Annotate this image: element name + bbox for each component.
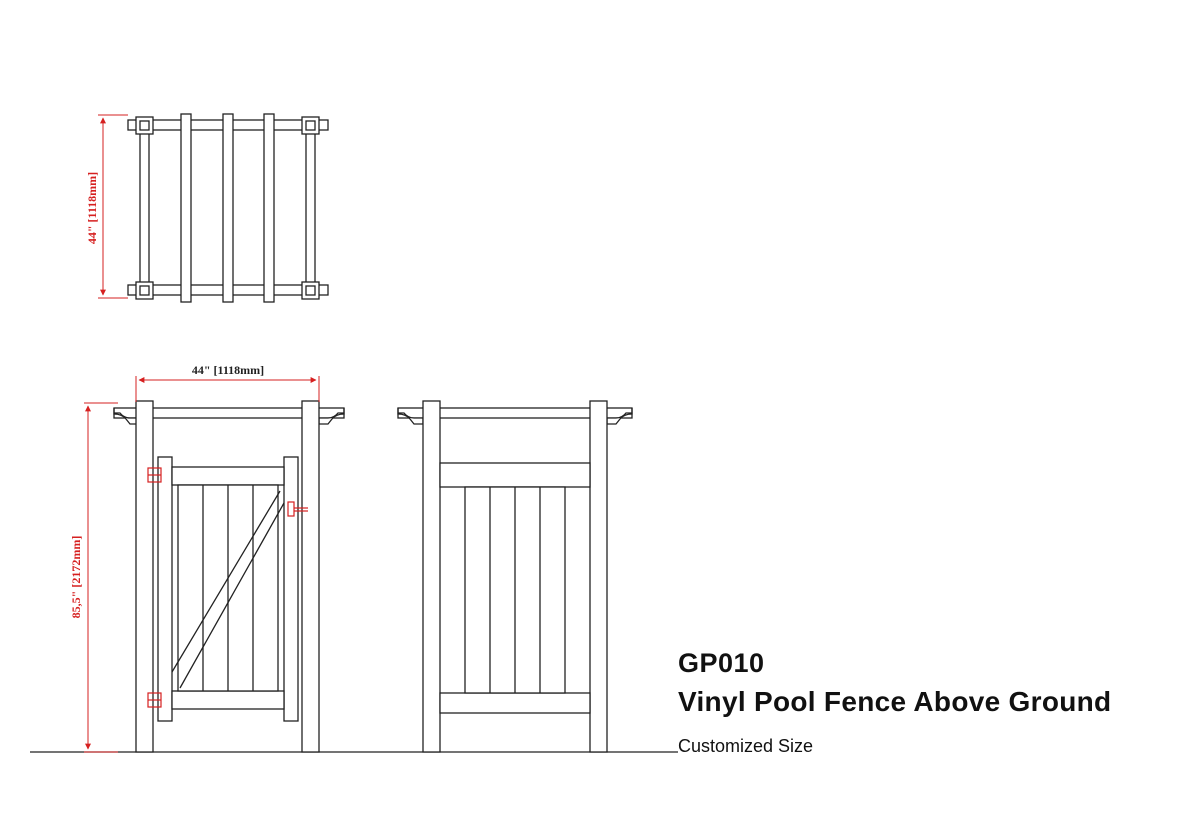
- front-view-height-label: 85,5" [2172mm]: [69, 536, 83, 619]
- front-view-dimensions: [84, 376, 320, 753]
- side-view-panel: [397, 400, 633, 753]
- front-view-width-label: 44" [1118mm]: [192, 363, 264, 377]
- top-view-dimension: [98, 114, 128, 299]
- front-view-gate: [113, 400, 345, 753]
- top-view: [127, 113, 329, 303]
- gate-latch: [287, 501, 308, 517]
- gate-hinges: [147, 467, 162, 708]
- product-size-note: Customized Size: [678, 736, 814, 756]
- product-code: GP010: [678, 648, 765, 678]
- product-title: Vinyl Pool Fence Above Ground: [678, 686, 1112, 717]
- top-view-depth-label: 44" [1118mm]: [85, 172, 99, 244]
